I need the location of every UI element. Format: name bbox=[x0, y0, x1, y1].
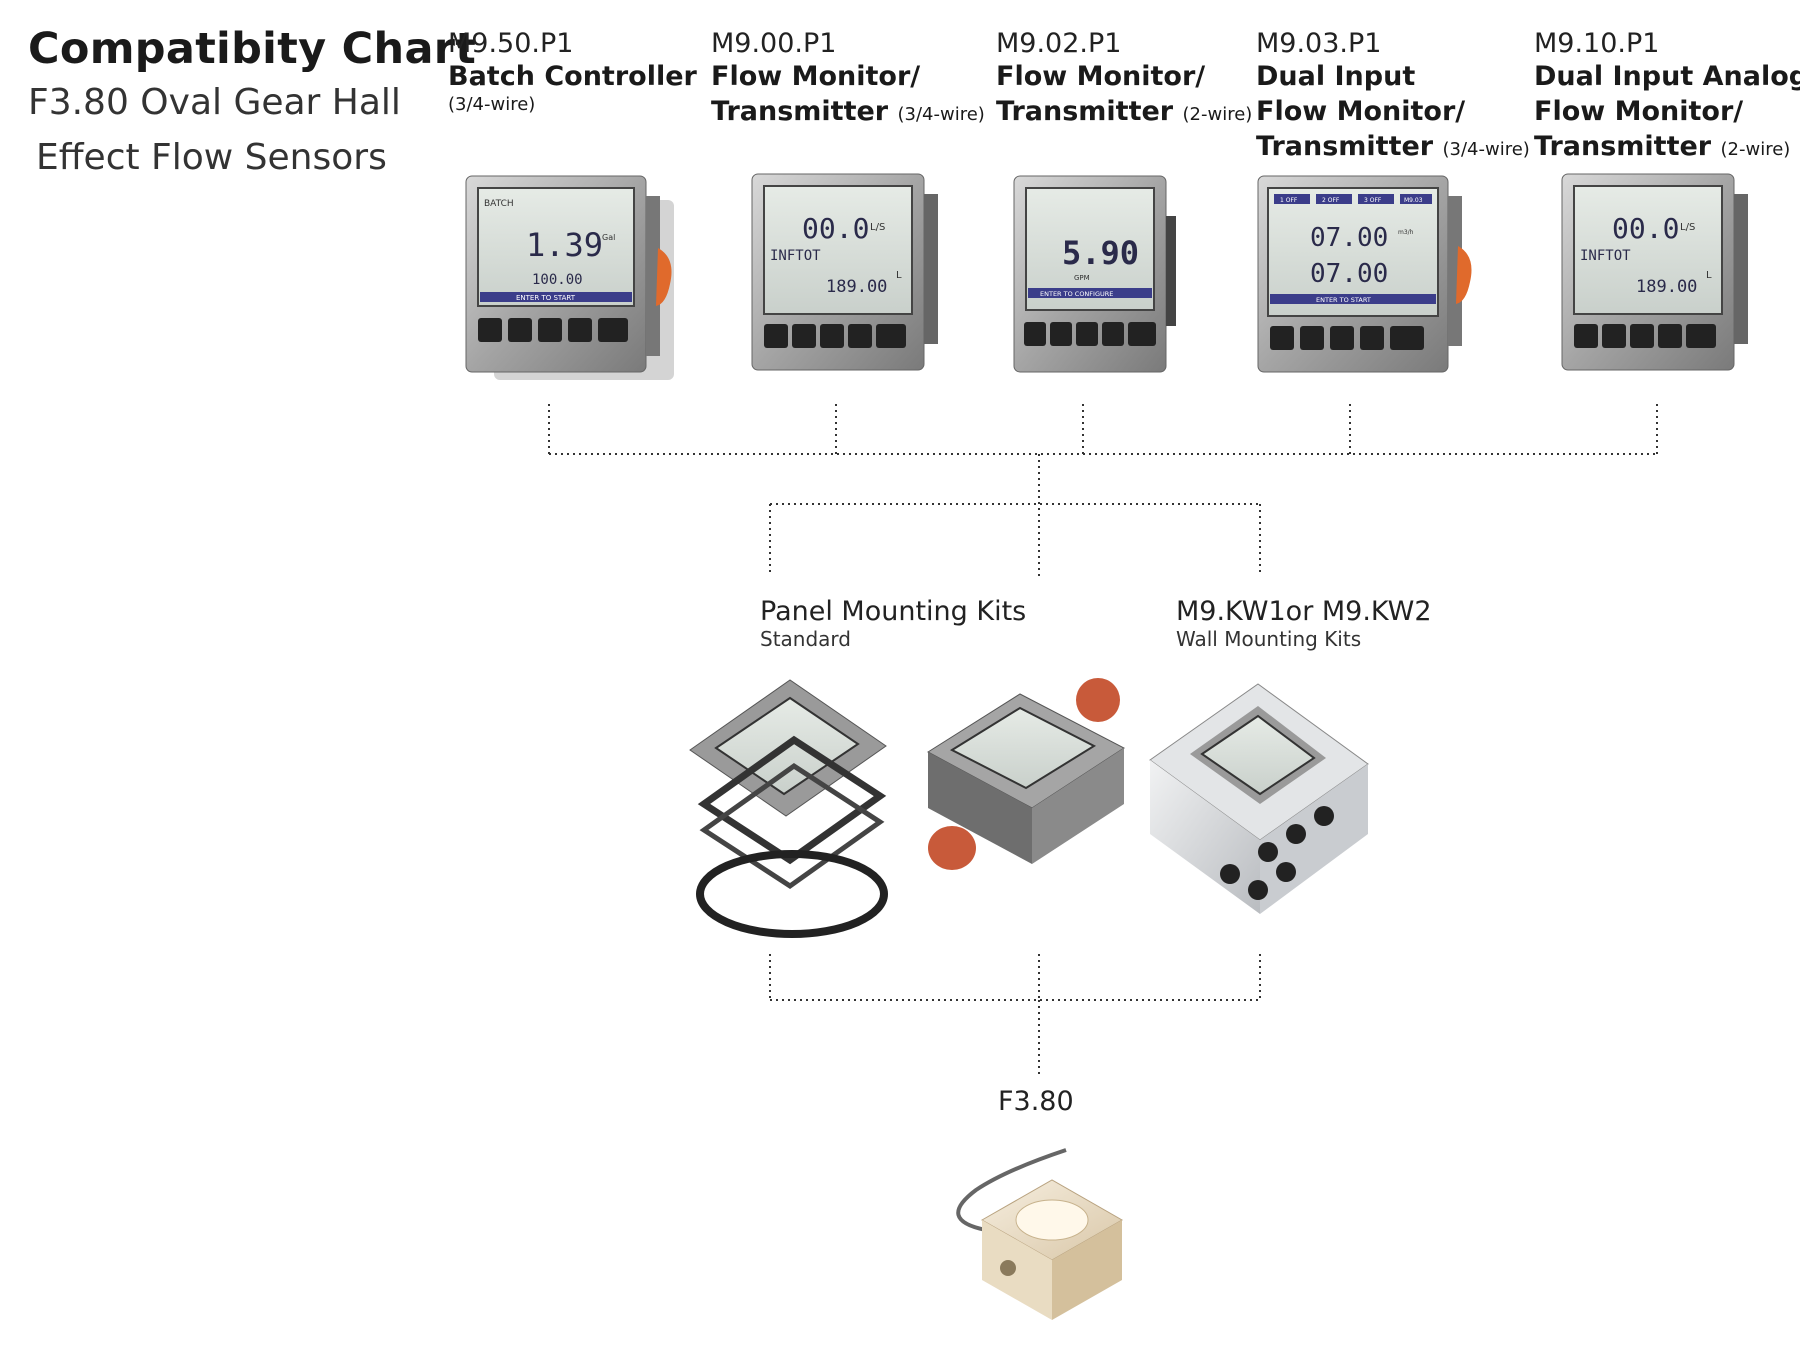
screen-main-value: 5.90 bbox=[1062, 234, 1139, 272]
model-name-line2: Transmitter bbox=[711, 96, 889, 127]
screen-tab: M9.03 bbox=[1404, 197, 1423, 204]
model-name-line2: Transmitter bbox=[996, 96, 1174, 127]
screen-tab: 3 OFF bbox=[1364, 197, 1382, 204]
screen-sub-unit: L bbox=[1706, 270, 1712, 281]
wall-kit-label: M9.KW1or M9.KW2 Wall Mounting Kits bbox=[1176, 596, 1432, 651]
monitor-label-m902: M9.02.P1 Flow Monitor/ Transmitter (2-wi… bbox=[996, 28, 1252, 132]
monitor-device-m903: 1 OFF 2 OFF 3 OFF M9.03 07.00 m3/h 07.00… bbox=[1257, 175, 1472, 373]
model-name-line3: Transmitter bbox=[1534, 131, 1712, 162]
screen-label: INFTOT bbox=[770, 248, 821, 264]
screen-tab: 1 OFF bbox=[1280, 197, 1298, 204]
monitor-device-m910: 00.0 L/S INFTOT 189.00 L bbox=[1561, 173, 1748, 371]
wall-kit-title: M9.KW1or M9.KW2 bbox=[1176, 596, 1432, 627]
panel-kit-subtitle: Standard bbox=[760, 627, 851, 651]
keypad bbox=[1024, 322, 1156, 346]
screen-main-value: 00.0 bbox=[802, 212, 869, 245]
keypad bbox=[1574, 324, 1716, 348]
screen-bar-text: ENTER TO START bbox=[1316, 296, 1371, 304]
screen-label: INFTOT bbox=[1580, 248, 1631, 264]
monitor-label-m950: M9.50.P1 Batch Controller (3/4-wire) bbox=[448, 28, 697, 116]
wire-spec: (3/4-wire) bbox=[897, 104, 985, 125]
page-subtitle-line2: Effect Flow Sensors bbox=[36, 137, 387, 178]
screen-unit: GPM bbox=[1074, 274, 1090, 282]
model-name-line1: Flow Monitor/ bbox=[996, 61, 1206, 92]
model-code: M9.03.P1 bbox=[1256, 28, 1382, 59]
sensor-title: F3.80 bbox=[998, 1086, 1074, 1117]
screen-unit: L/S bbox=[1680, 222, 1695, 233]
model-name-line2: Flow Monitor/ bbox=[1256, 96, 1466, 127]
model-code: M9.02.P1 bbox=[996, 28, 1122, 59]
monitor-label-m910: M9.10.P1 Dual Input Analog Flow Monitor/… bbox=[1534, 28, 1800, 167]
model-code: M9.00.P1 bbox=[711, 28, 837, 59]
monitor-device-m900: 00.0 L/S INFTOT 189.00 L bbox=[751, 173, 938, 371]
page-subtitle-line1: F3.80 Oval Gear Hall bbox=[28, 82, 401, 123]
panel-mount-kit-assembled bbox=[927, 678, 1125, 870]
wire-spec: (3/4-wire) bbox=[448, 94, 536, 115]
model-name-line1: Flow Monitor/ bbox=[711, 61, 921, 92]
wire-spec: (2-wire) bbox=[1182, 104, 1253, 125]
panel-kit-label: Panel Mounting Kits Standard bbox=[760, 596, 1026, 651]
model-name-line1: Dual Input bbox=[1256, 61, 1416, 92]
keypad bbox=[1270, 326, 1424, 350]
wall-kit-subtitle: Wall Mounting Kits bbox=[1176, 627, 1362, 651]
keypad bbox=[764, 324, 906, 348]
monitor-label-m900: M9.00.P1 Flow Monitor/ Transmitter (3/4-… bbox=[711, 28, 985, 132]
screen-main-value: 00.0 bbox=[1612, 212, 1679, 245]
model-name-line1: Dual Input Analog bbox=[1534, 61, 1800, 92]
screen-bar-text: ENTER TO START bbox=[516, 294, 576, 302]
keypad bbox=[478, 318, 628, 342]
screen-tab: 2 OFF bbox=[1322, 197, 1340, 204]
model-code: M9.50.P1 bbox=[448, 28, 574, 59]
monitor-device-m902: 5.90 GPM ENTER TO CONFIGURE bbox=[1013, 175, 1176, 373]
monitor-label-m903: M9.03.P1 Dual Input Flow Monitor/ Transm… bbox=[1256, 28, 1530, 167]
page-title: Compatibity Chart bbox=[28, 24, 477, 74]
screen-main-value-2: 07.00 bbox=[1310, 259, 1388, 289]
screen-main-value: 1.39 bbox=[526, 226, 603, 264]
monitor-device-m950: BATCH 1.39 Gal 100.00 ENTER TO START bbox=[465, 175, 674, 380]
panel-mount-kit-exploded bbox=[689, 679, 888, 938]
screen-sub-value: 189.00 bbox=[1636, 277, 1697, 297]
screen-bar-text: ENTER TO CONFIGURE bbox=[1040, 290, 1113, 298]
screen-top-label: BATCH bbox=[484, 199, 514, 209]
screen-sub-unit: L bbox=[896, 270, 902, 281]
screen-sub-value: 100.00 bbox=[532, 272, 583, 288]
wire-spec: (3/4-wire) bbox=[1442, 139, 1530, 160]
panel-kit-title: Panel Mounting Kits bbox=[760, 596, 1027, 627]
screen-unit: Gal bbox=[602, 233, 615, 242]
connector-lines bbox=[548, 404, 1658, 1078]
model-name-line3: Transmitter bbox=[1256, 131, 1434, 162]
wall-mount-kit bbox=[1149, 683, 1369, 914]
screen-main-value: 07.00 bbox=[1310, 223, 1388, 253]
wire-spec: (2-wire) bbox=[1720, 139, 1791, 160]
model-name-line2: Flow Monitor/ bbox=[1534, 96, 1744, 127]
model-code: M9.10.P1 bbox=[1534, 28, 1660, 59]
model-name-line1: Batch Controller bbox=[448, 61, 697, 92]
f380-sensor bbox=[956, 1148, 1124, 1320]
screen-unit: L/S bbox=[870, 222, 885, 233]
screen-unit: m3/h bbox=[1398, 229, 1414, 236]
screen-sub-value: 189.00 bbox=[826, 277, 887, 297]
